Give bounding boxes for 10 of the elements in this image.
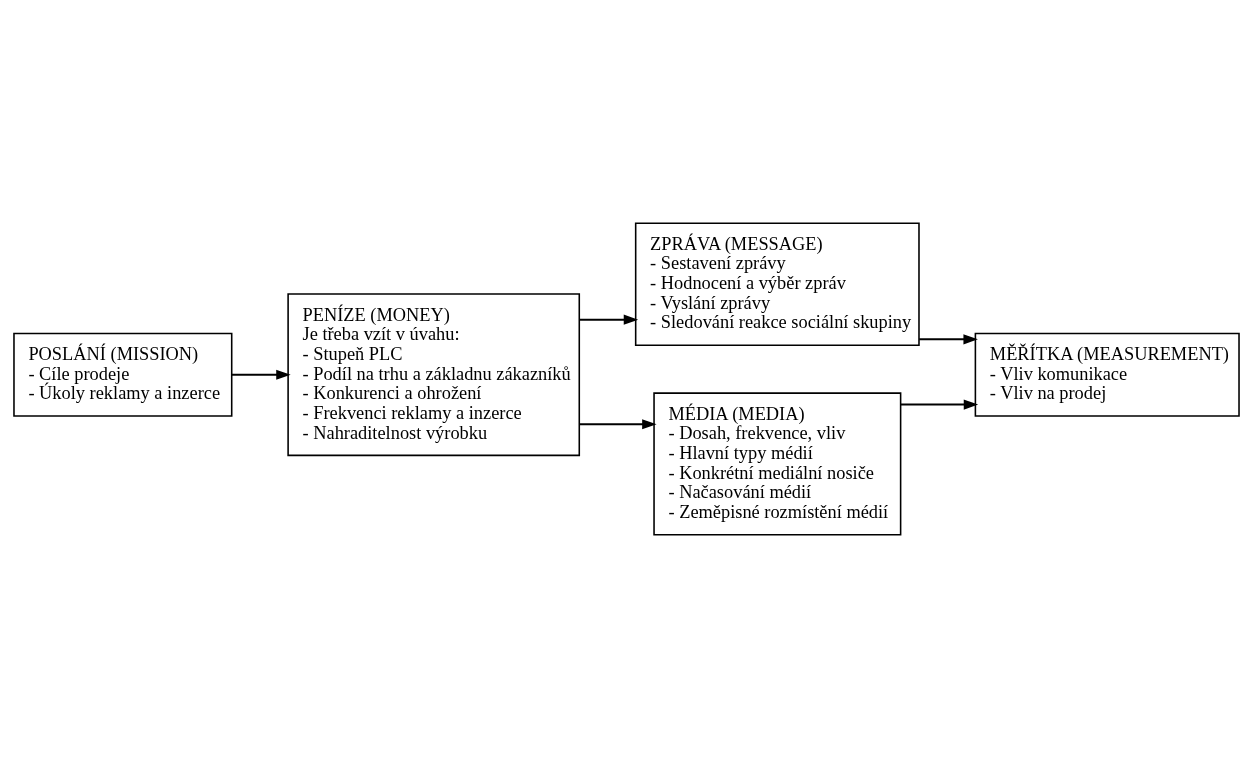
node-box: PENÍZE (MONEY) Je třeba vzít v úvahu: - Stupeň PLC - Podíl na trhu a základnu zákazníků - Konkurenci a ohrožení - Frekvenci reklamy a inzerce - Nahraditelnost výrobku [287, 293, 581, 457]
node-box: POSLÁNÍ (MISSION) - Cíle prodeje - Úkoly reklamy a inzerce [13, 332, 233, 417]
arrow [899, 399, 979, 410]
arrow [578, 314, 639, 325]
node-box: MĚŘÍTKA (MEASUREMENT) - Vliv komunikace - Vliv na prodej [974, 332, 1240, 417]
arrow [918, 334, 978, 345]
node-box: ZPRÁVA (MESSAGE) - Sestavení zprávy - Hodnocení a výběr zpráv - Vyslání zprávy - Sledování reakce sociální skupiny [634, 222, 920, 346]
arrow [578, 419, 657, 430]
arrow [231, 369, 291, 380]
node-box: MÉDIA (MEDIA) - Dosah, frekvence, vliv - Hlavní typy médií - Konkrétní mediální nosiče - Načasování médií - Zeměpisné rozmístění médií [653, 392, 902, 536]
